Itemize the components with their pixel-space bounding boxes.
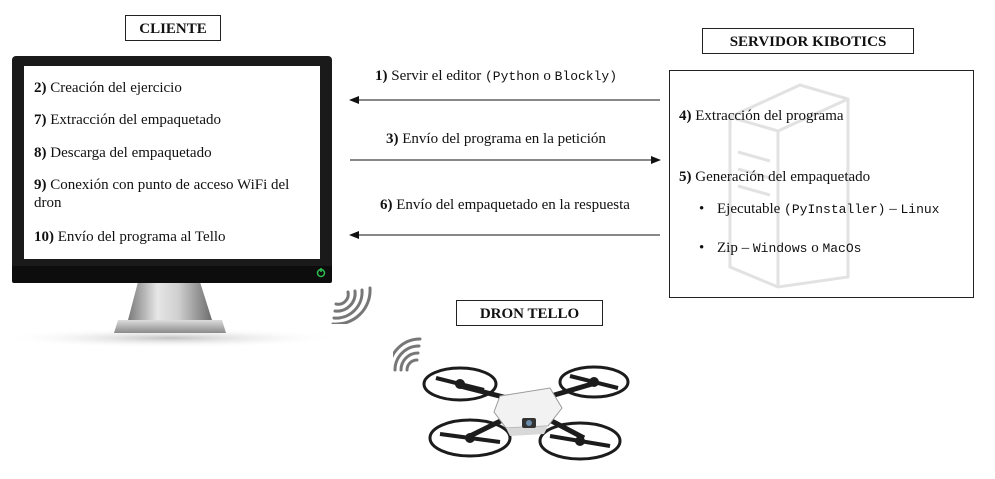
arrow-3-label: 3) Envío del programa en la petición [386,131,606,147]
arrow-6-label: 6) Envío del empaquetado en la respuesta [380,197,630,213]
bullet-zip: •Zip – Windows o MacOs [699,240,862,256]
drone-wifi-icon [393,337,422,372]
monitor-screen [24,66,320,259]
client-title: CLIENTE [125,15,221,41]
arrows [349,96,661,239]
bullet-pyinstaller: •Ejecutable (PyInstaller) – Linux [699,201,940,217]
server-step-5: 5) Generación del empaquetado [679,169,871,185]
monitor-stand [128,282,212,320]
client-step-7: 7) Extracción del empaquetado [34,112,222,128]
server-title: SERVIDOR KIBOTICS [702,28,914,54]
server-step-4: 4) Extracción del programa [679,108,844,124]
monitor-base [114,320,226,333]
server-box [669,70,974,298]
arrow-1-label: 1) Servir el editor (Python o Blockly) [375,68,618,84]
drone-illustration [422,365,630,461]
client-step-2: 2) Creación del ejercicio [34,80,182,96]
server-tower-icon [728,83,850,289]
client-step-8: 8) Descarga del empaquetado [34,145,212,161]
client-step-10: 10) Envío del programa al Tello [34,229,226,245]
client-step-9: 9) Conexión con punto de acceso WiFi del… [34,177,290,211]
monitor-illustration [0,56,340,348]
wifi-signal-icon [331,286,372,324]
drone-title: DRON TELLO [456,300,603,326]
